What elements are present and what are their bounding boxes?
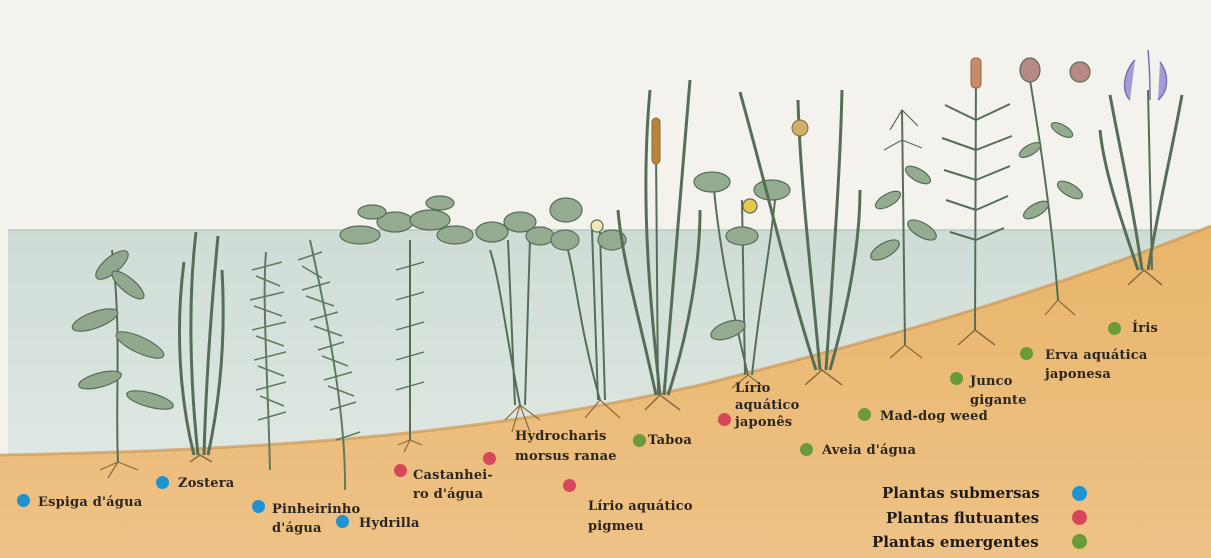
- label-zostera: Zostera: [178, 476, 234, 492]
- legend-floating-dot: [1072, 510, 1087, 525]
- label-pinheirinho: Pinheirinho d'água: [272, 500, 360, 538]
- label-iris: Íris: [1132, 321, 1158, 337]
- erva-dot: [1020, 347, 1033, 360]
- castanheiro-dot: [394, 464, 407, 477]
- lirio-pigmeu-dot: [563, 479, 576, 492]
- label-espiga: Espiga d'água: [38, 495, 142, 511]
- label-erva: Erva aquática japonesa: [1045, 346, 1148, 384]
- espiga-dot: [17, 494, 30, 507]
- legend-floating-label: Plantas flutuantes: [886, 509, 1039, 527]
- label-maddog: Mad-dog weed: [880, 409, 988, 425]
- label-junco: Junco gigante: [970, 372, 1027, 410]
- label-hydrocharis: Hydrocharis morsus ranae: [515, 427, 617, 467]
- lirio-japones-dot: [718, 413, 731, 426]
- label-taboa: Taboa: [648, 433, 692, 449]
- label-castanheiro: Castanhei- ro d'água: [413, 466, 493, 504]
- junco-dot: [950, 372, 963, 385]
- legend-submersed-dot: [1072, 486, 1087, 501]
- label-lirio-japones: Lírio aquático japonês: [735, 380, 800, 431]
- label-lirio-pigmeu: Lírio aquático pigmeu: [588, 497, 693, 537]
- legend-emergent-dot: [1072, 534, 1087, 549]
- label-aveia: Aveia d'água: [822, 443, 916, 459]
- zostera-dot: [156, 476, 169, 489]
- iris-dot: [1108, 322, 1121, 335]
- taboa-dot: [633, 434, 646, 447]
- hydrocharis-dot: [483, 452, 496, 465]
- pinheirinho-dot: [252, 500, 265, 513]
- legend-emergent-label: Plantas emergentes: [872, 533, 1039, 551]
- label-hydrilla: Hydrilla: [359, 516, 420, 532]
- aveia-dot: [800, 443, 813, 456]
- legend-submersed-label: Plantas submersas: [882, 484, 1040, 502]
- maddog-dot: [858, 408, 871, 421]
